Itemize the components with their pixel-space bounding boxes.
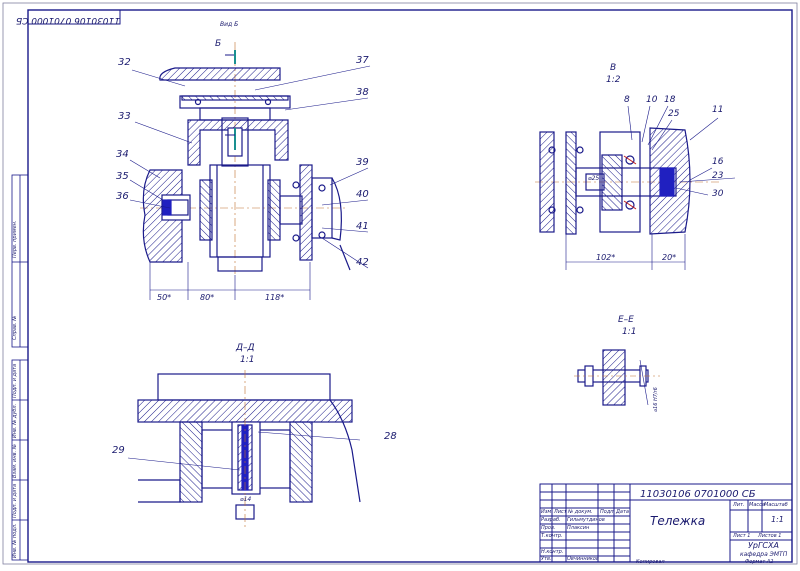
section-v-letter: В [610,63,617,73]
tb-prov-name: Плаксин [567,525,590,531]
strip-sprav: Справ. № [12,315,18,340]
dim-20: 20* [662,253,677,262]
tb-row-list: Лист [554,509,567,515]
view-b-marker: Б [215,39,222,49]
callout-39: 39 [356,157,369,168]
tb-nkontr: Н.контр. [541,549,564,555]
tb-razrab-name: Гильмутдинов [567,517,605,523]
callout-11: 11 [712,105,724,115]
callout-8: 8 [624,95,630,105]
title-block-lines [539,483,793,563]
tb-prov: Пров. [541,525,556,531]
callout-10: 10 [646,95,658,105]
strip-inv-podl: Инв. № подл. [12,523,18,559]
strip-vzam-inv: Взам. инв. № [12,444,18,478]
dim-phi14: ⌀14 [240,496,252,503]
callout-37: 37 [356,55,369,66]
tb-sheets: Листов 1 [758,533,782,539]
callout-36: 36 [116,191,129,202]
title-block-code: 11030106 0701000 СБ [640,489,756,500]
dim-102: 102* [596,253,616,262]
callout-35: 35 [116,171,129,182]
dim-ee: ⌀16 H7/r6 [653,387,659,412]
tb-format: Формат А2 [745,559,774,565]
tb-org1: УрГСХА [748,541,779,550]
callout-33: 33 [118,111,131,122]
callout-34: 34 [116,149,129,160]
section-ee-scale: 1:1 [622,327,637,337]
section-ee-letter: Е–Е [618,315,634,325]
tb-scale-value: 1:1 [771,515,784,524]
strip-inv-dubl: Инв. № дубл. [12,403,18,438]
tb-utv: Утв. [541,556,552,562]
inner-frame [27,9,793,563]
tb-row-data: Дата [616,509,629,515]
section-v-scale: 1:2 [606,75,621,85]
tb-razrab: Разраб. [541,517,561,523]
callout-29: 29 [112,445,125,456]
tb-col-mass: Масса [749,502,765,508]
strip-podp-data2: Подп. и дата [12,483,18,518]
tb-copied: Копировал [636,559,665,565]
left-strip [11,174,29,561]
callout-38: 38 [356,87,369,98]
callout-25: 25 [668,109,680,119]
callout-23: 23 [712,171,724,181]
tb-col-lit: Лит. [733,502,745,508]
callout-42: 42 [356,257,369,268]
callout-32: 32 [118,57,131,68]
tb-col-scale: Масштаб [764,502,788,508]
dim-118: 118* [265,293,285,302]
callout-40: 40 [356,189,369,200]
dim-v-dia: ⌀25 [588,175,600,182]
tb-row-podp: Подп. [600,509,616,515]
top-stamp-code: 11030106 0701000 СБ [15,15,120,25]
main-view [129,42,371,300]
section-dd [127,370,361,530]
section-dd-scale: 1:1 [240,355,255,365]
tb-org2: кафедра ЭМТП [740,551,788,558]
tb-sheet: Лист 1 [733,533,751,539]
dim-50: 50* [157,293,172,302]
dim-80: 80* [200,293,215,302]
callout-16: 16 [712,157,724,167]
tb-row-ndoc: № докум. [568,509,593,515]
strip-perv-primen: Перв. примен. [12,220,18,258]
callout-28: 28 [384,431,397,442]
tb-tkontr: Т.контр. [541,533,563,539]
callout-41: 41 [356,221,369,232]
top-stamp-box [27,9,121,25]
section-ee [574,349,660,406]
view-b-title: Вид Б [220,21,239,28]
title-block-title: Тележка [650,514,706,528]
tb-utv-name: Овчинников [567,556,599,562]
strip-podp-data1: Подп. и дата [12,363,18,398]
section-dd-letter: Д–Д [236,343,255,353]
tb-row-izm: Изм. [541,509,553,515]
section-v [535,105,736,270]
callout-30: 30 [712,189,724,199]
callout-18: 18 [664,95,676,105]
